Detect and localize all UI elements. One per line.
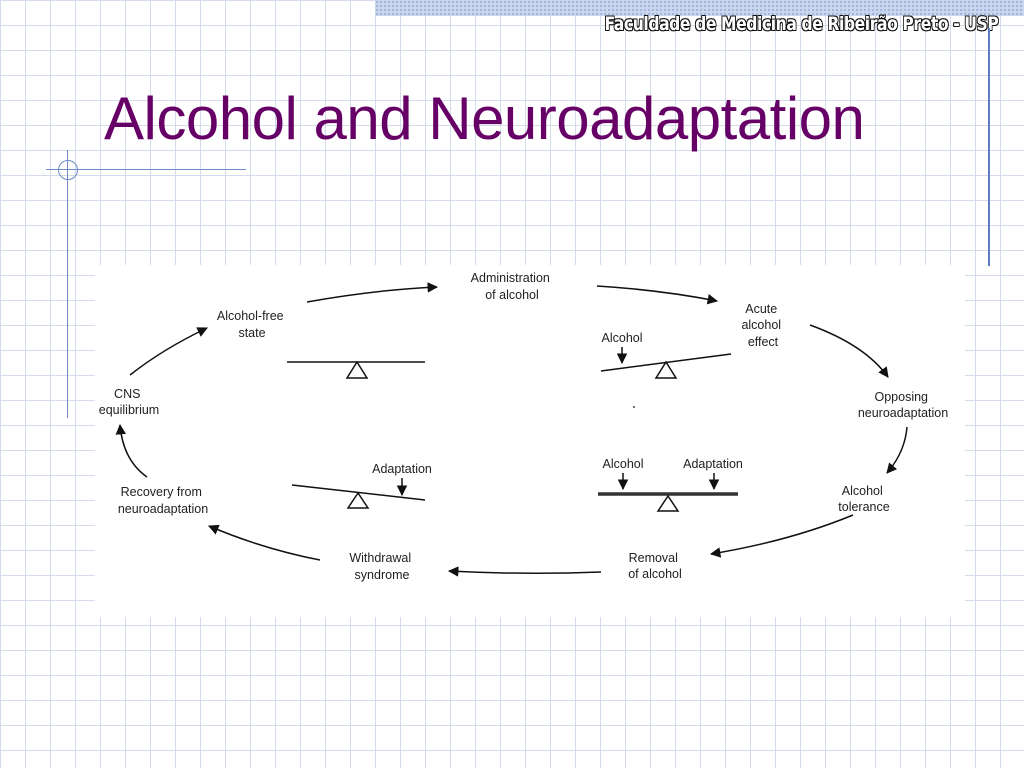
- balance-label-alcohol: Alcohol: [602, 331, 643, 345]
- stage-alcohol-tolerance: Alcohol tolerance: [838, 484, 889, 514]
- arrow-alcohol-free-to-administration: [306, 282, 439, 303]
- arrow-removal-to-withdrawal: [447, 566, 602, 577]
- decorative-horizontal-line: [46, 169, 246, 170]
- balance-fulcrum: [346, 491, 370, 509]
- balance-withdrawal: Adaptation: [291, 462, 432, 509]
- stray-dot: [633, 406, 635, 408]
- decorative-right-line: [988, 28, 990, 266]
- neuroadaptation-cycle-diagram: Administration of alcohol Acute alcohol …: [95, 265, 965, 617]
- balance-acute-effect: Alcohol: [600, 331, 732, 379]
- balance-tolerance: Alcohol Adaptation: [598, 457, 743, 512]
- stage-alcohol-free-state: Alcohol-free state: [217, 309, 287, 340]
- stage-recovery-from-neuroadaptation: Recovery from neuroadaptation: [118, 485, 208, 516]
- arrow-administration-to-acute-effect: [596, 285, 719, 305]
- slide-title: Alcohol and Neuroadaptation: [104, 85, 865, 152]
- arrow-opposing-to-tolerance: [886, 426, 908, 474]
- cycle-arrows: [115, 282, 908, 577]
- arrow-tolerance-to-removal: [709, 514, 854, 558]
- arrow-recovery-to-cns: [115, 423, 148, 478]
- stage-opposing-neuroadaptation: Opposing neuroadaptation: [858, 390, 948, 420]
- balance-fulcrum: [345, 360, 369, 379]
- stage-cns-equilibrium: CNS equilibrium: [99, 387, 159, 417]
- institution-name: Faculdade de Medicina de Ribeirão Preto …: [604, 13, 998, 35]
- arrow-acute-effect-to-opposing: [809, 324, 889, 378]
- decorative-circle: [58, 160, 78, 180]
- balance-label-adaptation: Adaptation: [683, 457, 743, 471]
- balance-alcohol-free: [287, 360, 425, 379]
- arrow-cns-to-alcohol-free: [129, 327, 208, 376]
- stage-withdrawal-syndrome: Withdrawal syndrome: [349, 551, 414, 582]
- stage-administration-of-alcohol: Administration of alcohol: [471, 271, 554, 302]
- balance-label-adaptation: Adaptation: [372, 462, 432, 476]
- stage-removal-of-alcohol: Removal of alcohol: [628, 551, 682, 581]
- balance-fulcrum: [654, 360, 678, 379]
- header-band: [375, 0, 1024, 16]
- cycle-diagram-svg: Administration of alcohol Acute alcohol …: [99, 271, 948, 582]
- stage-acute-alcohol-effect: Acute alcohol effect: [741, 302, 784, 349]
- arrow-withdrawal-to-recovery: [208, 524, 321, 561]
- decorative-vertical-line: [67, 150, 68, 418]
- balance-label-alcohol: Alcohol: [603, 457, 644, 471]
- balance-fulcrum: [656, 494, 680, 512]
